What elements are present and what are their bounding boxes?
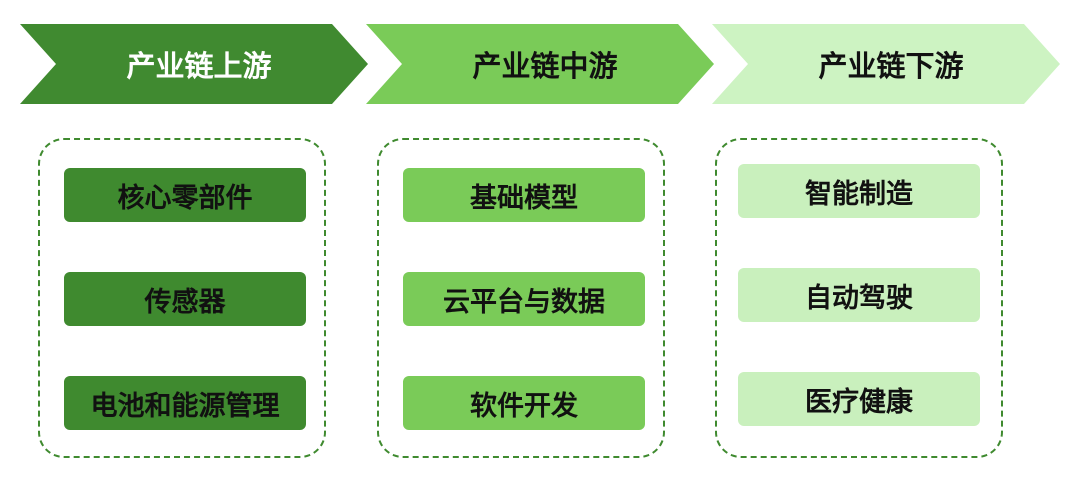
stage-header-downstream: 产业链下游 [712,24,1060,104]
stage-title: 产业链下游 [818,49,964,83]
item-box: 医疗健康 [738,372,980,426]
upstream-group: 核心零部件 传感器 电池和能源管理 [38,138,326,458]
midstream-group: 基础模型 云平台与数据 软件开发 [377,138,665,458]
downstream-group: 智能制造 自动驾驶 医疗健康 [715,138,1003,458]
item-box: 基础模型 [403,168,645,222]
item-box: 云平台与数据 [403,272,645,326]
item-box: 传感器 [64,272,306,326]
stage-header-upstream: 产业链上游 [20,24,368,104]
item-box: 智能制造 [738,164,980,218]
stage-header-midstream: 产业链中游 [366,24,714,104]
item-box: 软件开发 [403,376,645,430]
stage-title: 产业链中游 [472,49,618,83]
item-box: 核心零部件 [64,168,306,222]
item-box: 自动驾驶 [738,268,980,322]
item-box: 电池和能源管理 [64,376,306,430]
stage-title: 产业链上游 [126,49,272,83]
